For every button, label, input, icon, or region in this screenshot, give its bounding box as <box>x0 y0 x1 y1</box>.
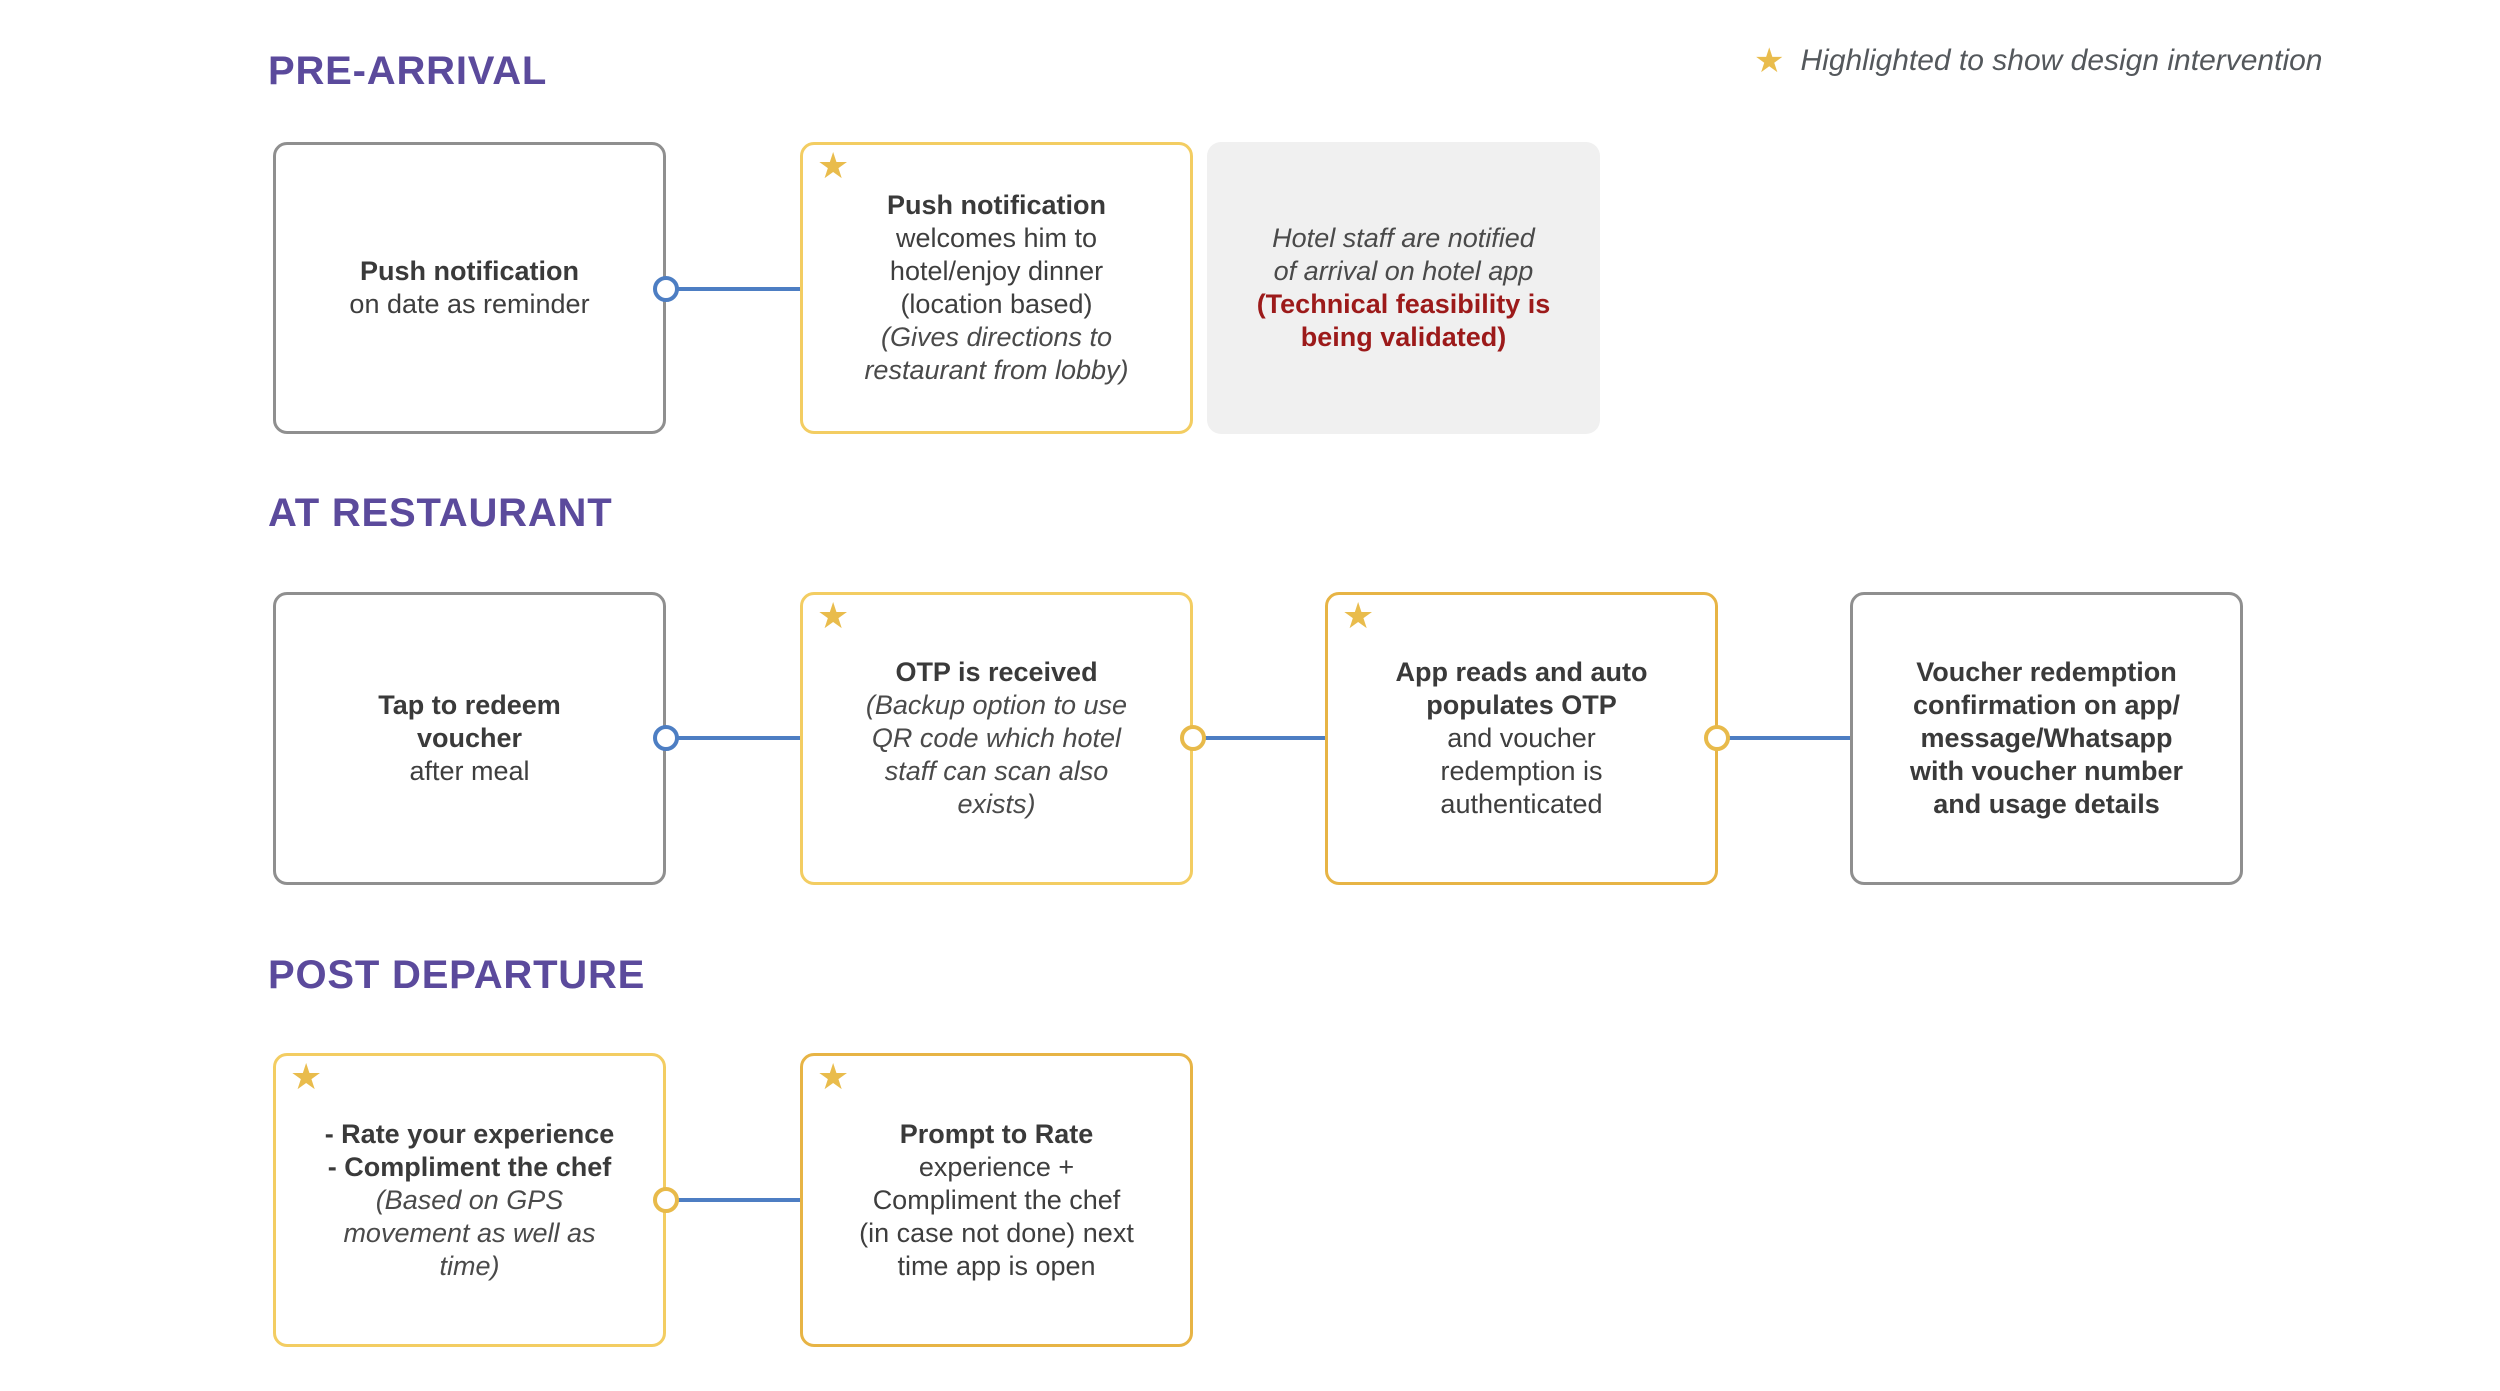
connector-circle <box>653 725 679 751</box>
box-text-line: Prompt to Rate <box>899 1118 1094 1149</box>
box-text-line: Hotel staff are notified <box>1272 223 1535 253</box>
box-text-line: time app is open <box>897 1250 1096 1281</box>
box-text-line: OTP is received <box>895 657 1098 687</box>
box-text-line: authenticated <box>1440 789 1603 819</box>
connector-circle <box>1180 725 1206 751</box>
connector-line <box>1204 736 1325 740</box>
box-text-line: time) <box>439 1250 500 1281</box>
connector-line <box>1728 736 1850 740</box>
legend: ★ Highlighted to show design interventio… <box>1754 44 2322 78</box>
box-text-line: restaurant from lobby) <box>864 355 1129 385</box>
box-text-line: (Gives directions to <box>880 322 1113 352</box>
flow-box: ★- Rate your experience- Compliment the … <box>273 1053 666 1347</box>
box-text-line: QR code which hotel <box>871 723 1122 753</box>
box-text-line: Tap to redeem <box>378 690 561 720</box>
box-text-line: staff can scan also <box>884 756 1109 786</box>
star-icon: ★ <box>1342 596 1375 637</box>
connector-line <box>677 287 800 291</box>
star-icon: ★ <box>817 146 850 187</box>
box-text-line: (location based) <box>900 289 1093 319</box>
box-text-line: of arrival on hotel app <box>1273 256 1534 286</box>
box-text-line: Push notification <box>887 190 1106 220</box>
box-text-line: (in case not done) next <box>859 1217 1134 1248</box>
box-text-line: (Backup option to use <box>865 690 1128 720</box>
box-text-line: - Rate your experience <box>324 1118 615 1149</box>
box-text-line: with voucher number <box>1909 756 2184 786</box>
box-text-line: - Compliment the chef <box>327 1151 612 1182</box>
box-text-line: populates OTP <box>1426 690 1617 720</box>
box-text-line: being validated) <box>1300 322 1507 352</box>
box-text-line: and voucher <box>1447 723 1596 753</box>
box-text-line: (Technical feasibility is <box>1256 289 1551 319</box>
box-text-line: confirmation on app/ <box>1913 690 2180 720</box>
box-text-line: App reads and auto <box>1395 657 1648 687</box>
box-text-line: redemption is <box>1440 756 1603 786</box>
box-text-line: Voucher redemption <box>1916 657 2177 687</box>
connector-line <box>677 736 800 740</box>
box-text-line: exists) <box>957 789 1036 819</box>
box-text-line: voucher <box>416 723 523 753</box>
star-icon: ★ <box>817 1057 850 1098</box>
legend-label: Highlighted to show design intervention <box>1800 44 2323 77</box>
box-text-line: on date as reminder <box>349 289 590 319</box>
connector-line <box>677 1198 800 1202</box>
box-text-line: after meal <box>409 756 530 786</box>
star-icon: ★ <box>1754 41 1785 81</box>
section-title: POST DEPARTURE <box>268 953 646 997</box>
box-text-line: Compliment the chef <box>872 1184 1121 1215</box>
box-text-line: welcomes him to <box>895 223 1098 253</box>
connector-circle <box>653 1187 679 1213</box>
box-text-line: movement as well as <box>343 1217 596 1248</box>
connector-circle <box>1704 725 1730 751</box>
box-text-line: and usage details <box>1933 789 2160 819</box>
box-text-line: hotel/enjoy dinner <box>889 256 1104 286</box>
section-title: AT RESTAURANT <box>268 491 613 535</box>
section-title: PRE-ARRIVAL <box>268 49 548 93</box>
box-text-line: experience + <box>918 1151 1075 1182</box>
box-text-line: (Based on GPS <box>375 1184 564 1215</box>
connector-circle <box>653 276 679 302</box>
star-icon: ★ <box>290 1057 323 1098</box>
box-text-line: message/Whatsapp <box>1920 723 2173 753</box>
star-icon: ★ <box>817 596 850 637</box>
box-text-line: Push notification <box>360 256 579 286</box>
